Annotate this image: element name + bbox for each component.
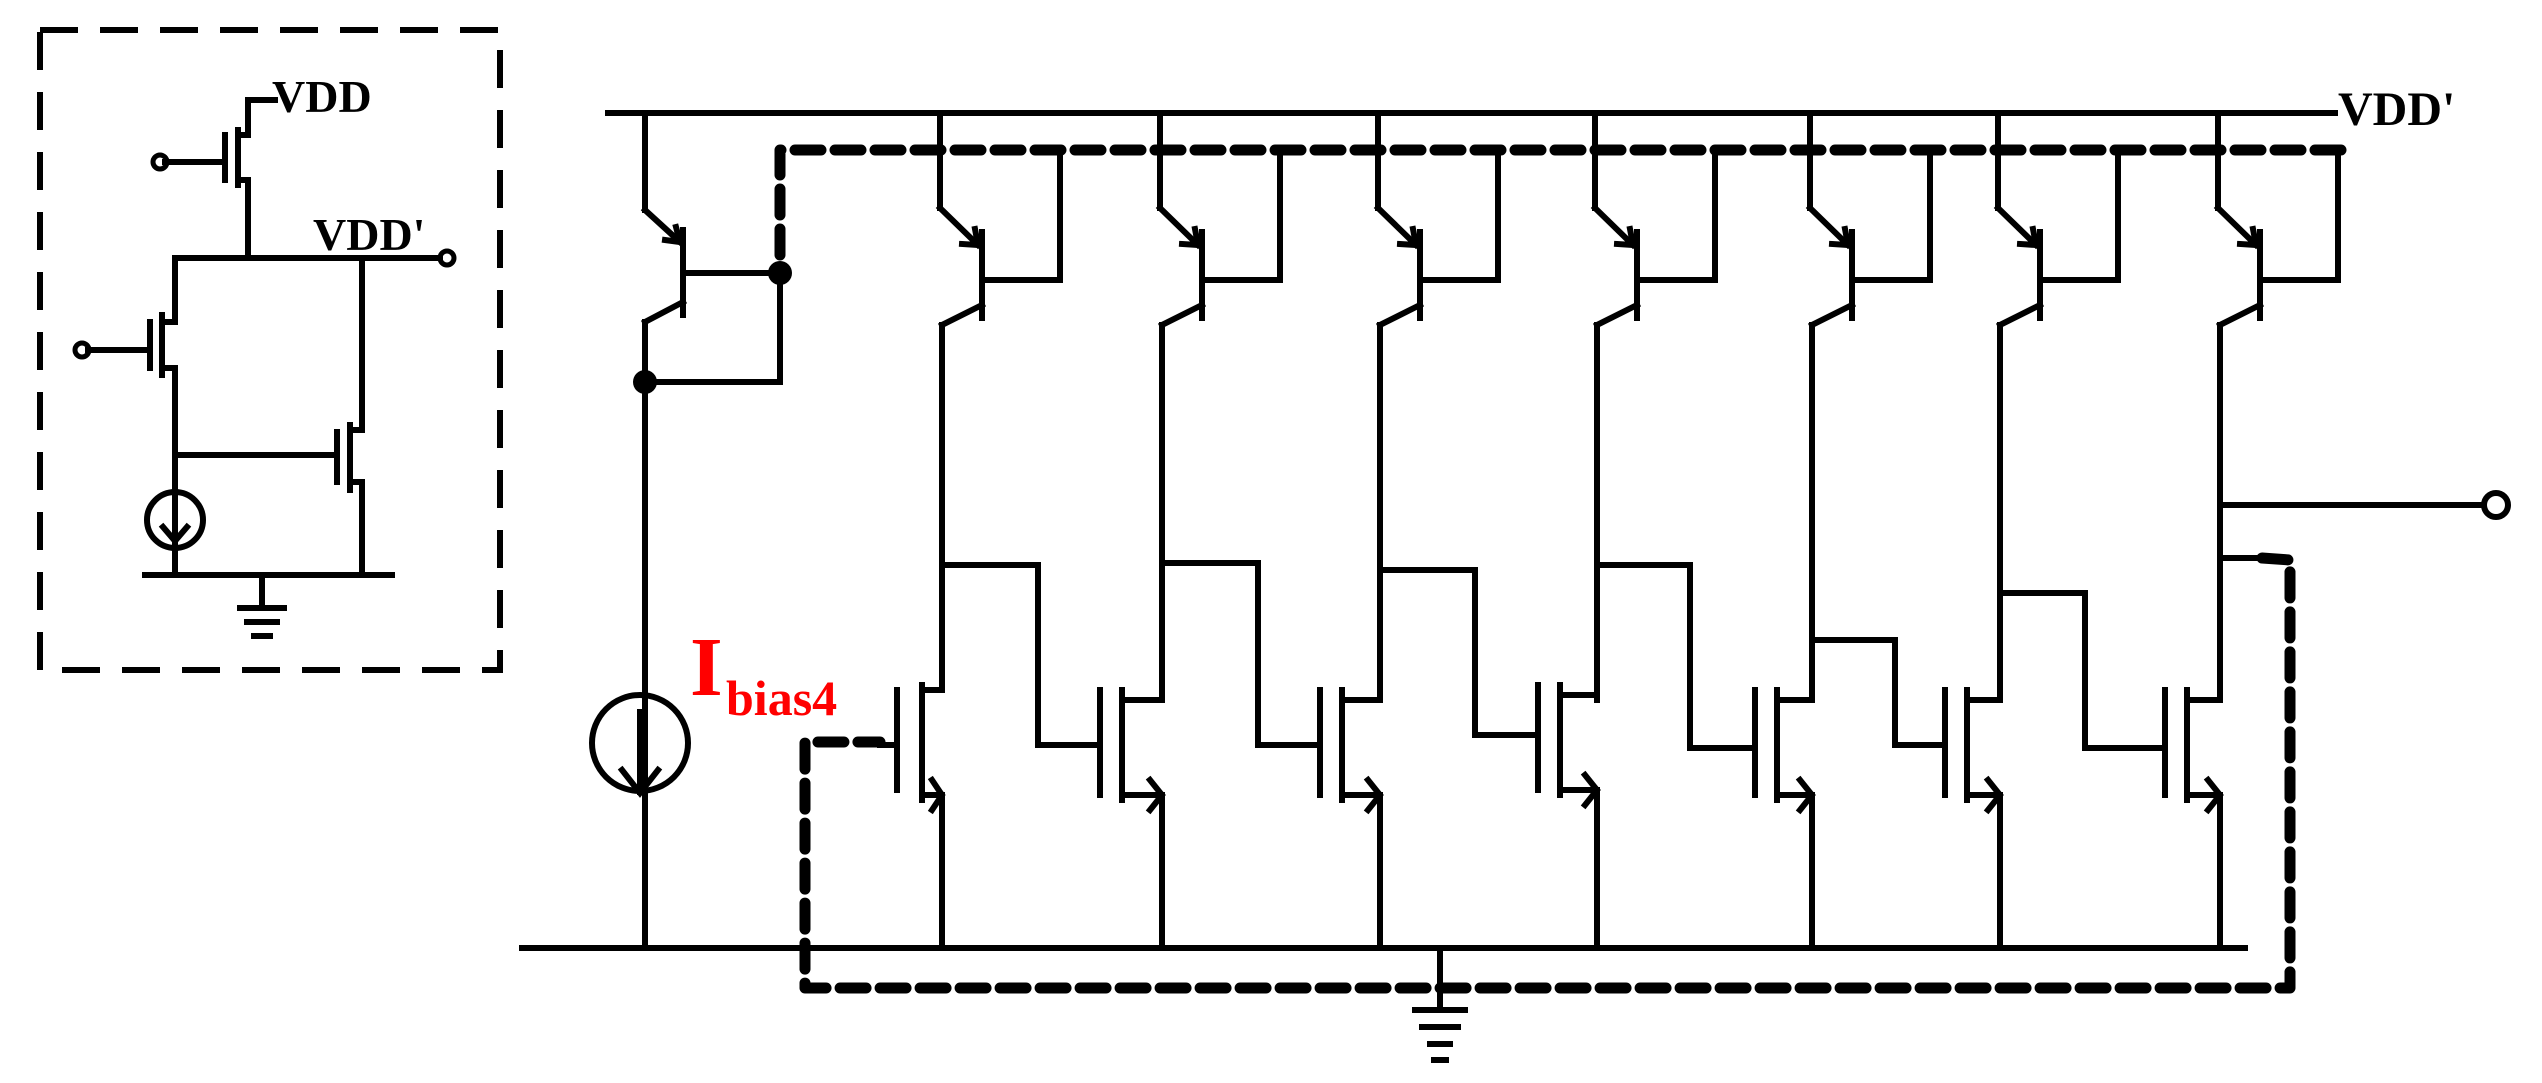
nmos-stage-5 <box>1687 562 1898 951</box>
vdd-prime-rail-label: VDD' <box>2338 83 2455 136</box>
reference-npn <box>633 110 792 951</box>
node-dot <box>633 370 657 394</box>
output-terminal <box>2217 490 2511 561</box>
ground-symbol <box>1412 945 1468 1063</box>
dashed-feedback-top <box>774 144 2351 261</box>
dashed-feedback-bottom <box>799 552 2296 994</box>
svg-text:bias4: bias4 <box>726 670 837 726</box>
nmos-stage-6 <box>1892 590 2088 951</box>
npn-mirror-6 <box>1993 110 2121 703</box>
npn-mirror-3 <box>1373 110 1501 703</box>
nmos-stage-3 <box>1255 560 1478 951</box>
npn-mirror-7 <box>2213 110 2341 703</box>
nmos-stage-4 <box>1472 562 1693 951</box>
inset-dashed-border <box>37 27 503 673</box>
svg-text:I: I <box>690 621 723 714</box>
vdd-label: VDD <box>272 71 372 122</box>
npn-mirror-5 <box>1805 110 1933 703</box>
vdd-prime-inset-label: VDD' <box>313 209 425 260</box>
nmos-stage-7 <box>2082 590 2224 951</box>
regulator-inset: VDD VDD' <box>37 27 503 673</box>
npn-mirror-2 <box>1155 110 1283 703</box>
nmos-stage-1 <box>877 562 1041 951</box>
main-circuit: VDD' I <box>519 83 2511 1063</box>
bias-current-source <box>589 692 691 798</box>
node-dot <box>768 261 792 285</box>
npn-mirror-4 <box>1590 110 1718 703</box>
nmos-stage-2 <box>1035 560 1261 951</box>
npn-mirror-1 <box>935 110 1063 693</box>
ibias4-label: I bias4 <box>690 621 837 726</box>
